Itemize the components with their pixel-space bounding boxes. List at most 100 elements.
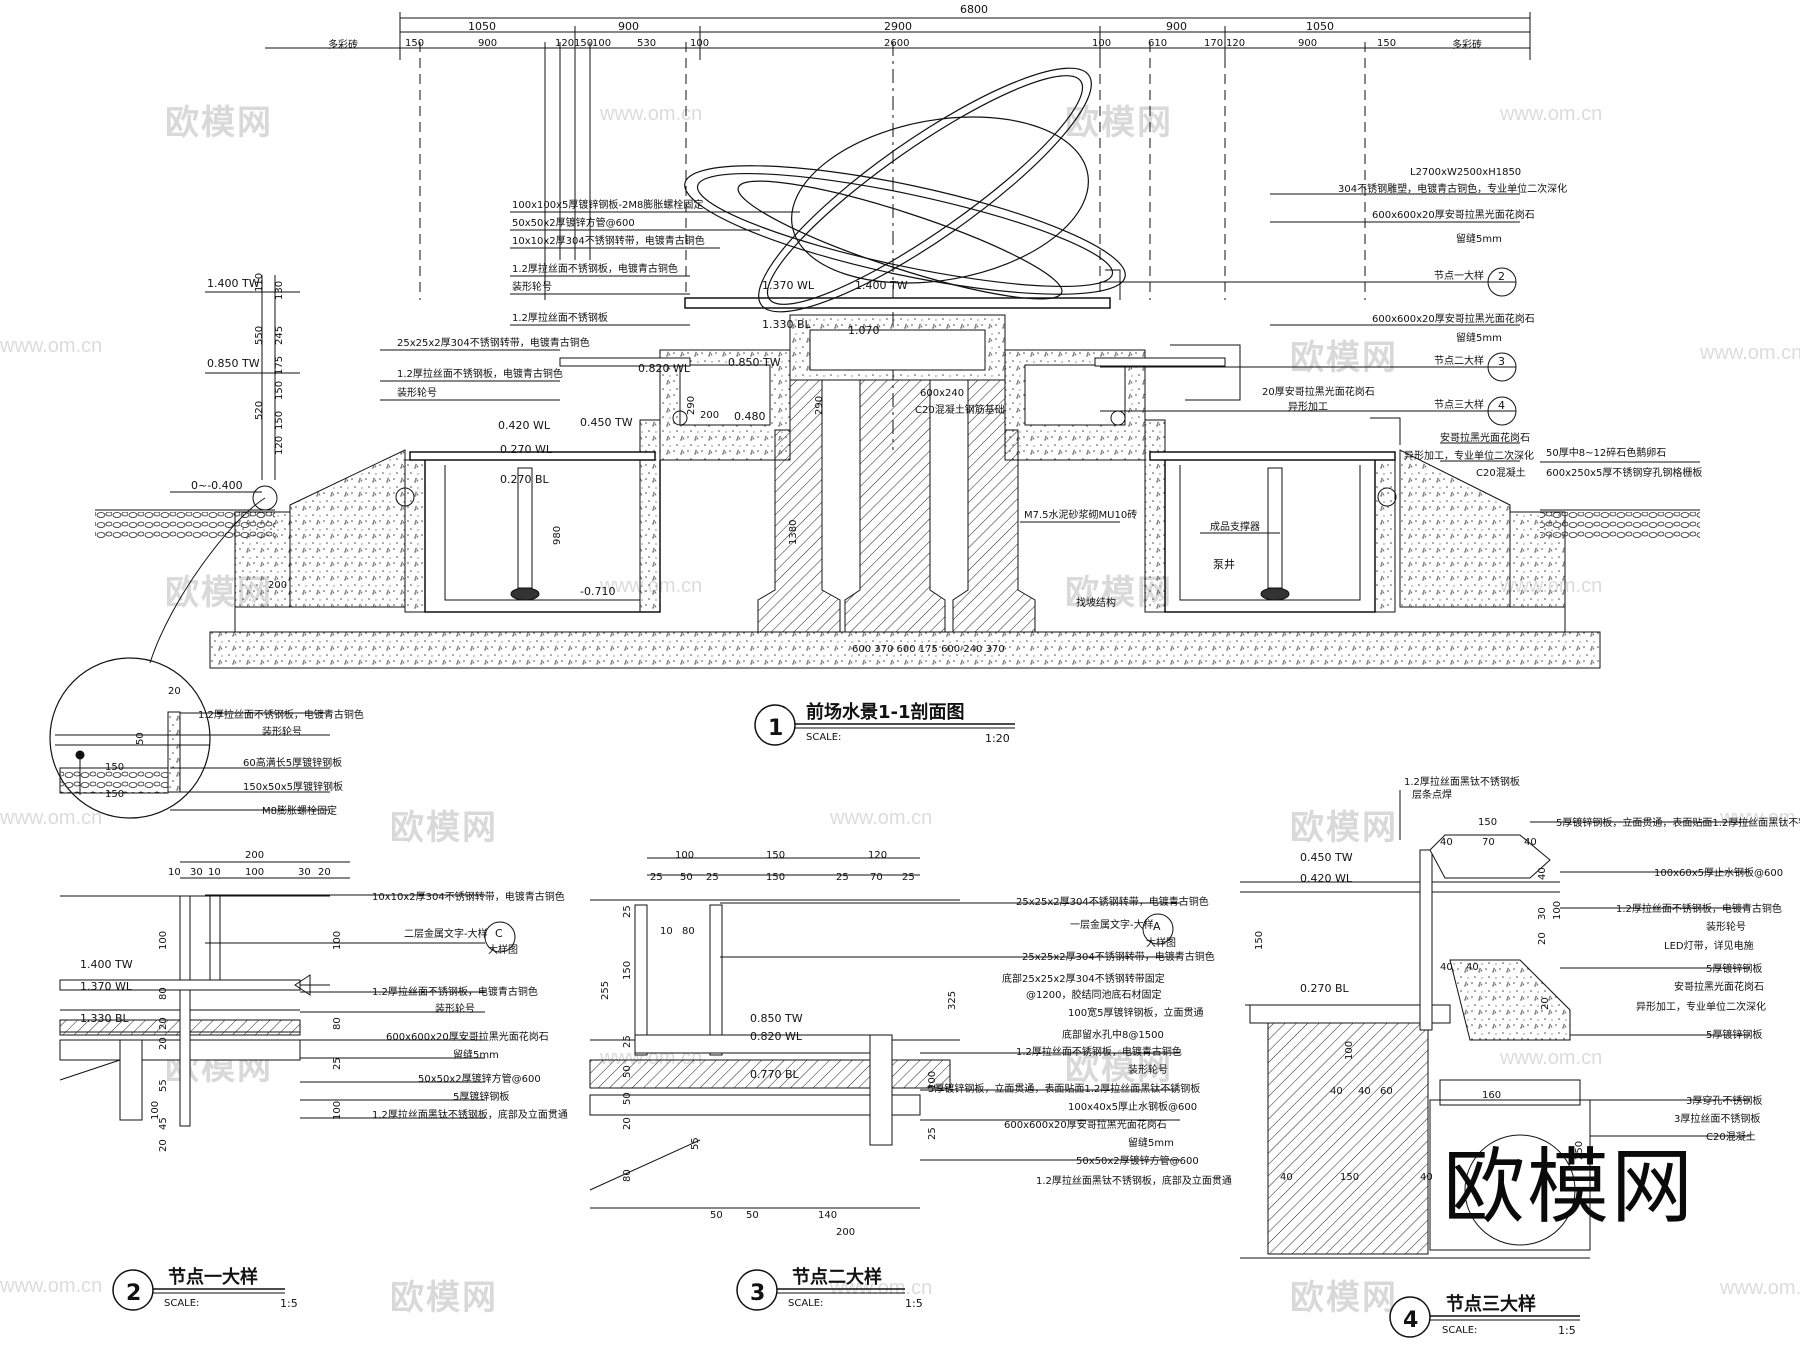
annotation: 5厚镀锌钢板，立面贯通，表面贴面1.2厚拉丝面黑钛不锈钢板	[1556, 816, 1800, 829]
hatched-wall	[1267, 1021, 1429, 1255]
scale-label: SCALE:	[1442, 1325, 1477, 1336]
annotation: 50厚中8~12碎石色鹅卵石	[1546, 446, 1666, 459]
dim-text: 100	[690, 38, 709, 49]
dim-text: 110	[254, 273, 265, 292]
dim-text: 150	[1254, 931, 1265, 950]
annotation: 50x50x2厚镀锌方管@600	[512, 216, 635, 229]
annotation: 50x50x2厚镀锌方管@600	[418, 1072, 541, 1085]
main-section: 6800 1050 900 2900 900 1050 150 900 120 …	[95, 3, 1702, 746]
dim-text: 25	[650, 872, 663, 883]
node-bracket	[1170, 344, 1241, 401]
title-number: 2	[126, 1281, 141, 1306]
title-number-circle	[1389, 1296, 1431, 1338]
dim-text: 80	[332, 1017, 343, 1030]
symbol-sub: 大样图	[488, 943, 518, 956]
dim-text: 150	[105, 762, 124, 773]
dim-text: 40	[1420, 1172, 1433, 1183]
dim-text: 600 370 600 175 600 240 370	[852, 644, 1005, 655]
annotation: 25x25x2厚304不锈钢转带，电镀青古铜色	[397, 336, 590, 349]
dim-text: 45	[158, 1117, 169, 1130]
level-text: 0.420 WL	[1300, 872, 1353, 885]
annotation: 装形轮号	[1706, 920, 1746, 933]
watermark-url: www.om.cn	[830, 807, 933, 829]
detail-3-leaders	[720, 902, 1180, 1161]
annotation: 1.2厚拉丝面不锈钢板，电镀青古铜色	[198, 708, 364, 721]
annotation: 留缝5mm	[1456, 331, 1502, 344]
right-labels: L2700xW2500xH1850 304不锈钢雕塑，电镀青古铜色，专业单位二次…	[1338, 167, 1702, 479]
callout-origin	[252, 485, 278, 511]
annotation: 60高满长5厚镀锌钢板	[243, 756, 342, 769]
watermark-logo: 欧模网	[390, 808, 498, 848]
dim-text: 1380	[788, 520, 799, 545]
callout-leader	[149, 497, 266, 664]
dim-text: 130	[274, 281, 285, 300]
annotation: 安哥拉黑光面花岗石	[1440, 431, 1530, 444]
annotation: 1.2厚拉丝面黑钛不锈钢板	[1404, 775, 1520, 788]
dim-text: 10	[168, 867, 181, 878]
main-level-texts: 1.400 TW 0.850 TW 0.420 WL 0~-0.400 1.37…	[191, 277, 908, 598]
scale-label: SCALE:	[164, 1298, 199, 1309]
dim-text: 150	[105, 789, 124, 800]
annotation: 150x50x5厚镀锌钢板	[243, 780, 343, 793]
dim-row2: 1050 900 2900 900 1050	[468, 20, 1334, 33]
detail-4-labels: 5厚镀锌钢板，立面贯通，表面贴面1.2厚拉丝面黑钛不锈钢板 100x60x5厚止…	[1556, 816, 1800, 1143]
dim-text: 150	[1478, 817, 1497, 828]
dim-text: 120	[274, 436, 285, 455]
upper-right-basin-water	[1024, 364, 1126, 426]
dim-text: 100	[675, 850, 694, 861]
detail-3-dims: 100 150 120 25 50 25 150 25 70 25 10 80 …	[600, 850, 958, 1238]
level-text: 1.400 TW	[855, 279, 908, 292]
annotation: 异形加工	[1288, 401, 1328, 413]
watermark-url: www.om.cn	[1700, 342, 1800, 364]
level-text: 0.820 WL	[638, 362, 691, 375]
dim-text: 40	[1280, 1172, 1293, 1183]
dim-text: 325	[947, 991, 958, 1010]
dim-text: 900	[478, 38, 497, 49]
dim-text: 150	[1377, 38, 1396, 49]
dim-text: 50	[622, 1092, 633, 1105]
right-slope-fill	[1399, 449, 1511, 608]
dim-text: 50	[622, 1065, 633, 1078]
annotation: 600x600x20厚安哥拉黑光面花岗石	[386, 1030, 549, 1043]
scale-value: 1:5	[1558, 1324, 1576, 1337]
dim-text: 25	[902, 872, 915, 883]
dim-text: 80	[622, 1169, 633, 1182]
letter-plate	[179, 895, 191, 1127]
callout-circle	[49, 657, 211, 819]
dim-text: 150	[274, 381, 285, 400]
left-leaders	[380, 211, 800, 401]
dim-text: 20	[318, 867, 331, 878]
annotation: 25x25x2厚304不锈钢转带，电镀青古铜色	[1022, 950, 1215, 963]
dim-text: 55	[158, 1079, 169, 1092]
scale-value: 1:20	[985, 732, 1010, 745]
upper-left-basin-water	[679, 364, 771, 426]
annotation: 5厚镀锌钢板，立面贯通，表面贴面1.2厚拉丝面黑钛不锈钢板	[928, 1082, 1200, 1095]
left-support-post	[517, 467, 533, 589]
left-pool-wall	[404, 459, 426, 613]
node-bracket	[1370, 417, 1401, 445]
annotation: C20混凝土	[1476, 466, 1526, 479]
annotation: M8膨胀螺栓固定	[262, 804, 337, 817]
detail-3: 100 150 120 25 50 25 150 25 70 25 10 80 …	[589, 850, 1232, 1311]
dim-text: 55	[690, 1137, 701, 1150]
annotation: 安哥拉黑光面花岗石	[1674, 980, 1764, 993]
low-right-cap	[1149, 451, 1396, 461]
sculpture-ring-2	[758, 67, 1092, 313]
dim-text: 40	[1466, 962, 1479, 973]
annotation: 二层金属文字-大样	[404, 927, 488, 940]
level-text: 1.400 TW	[80, 958, 133, 971]
annotation: 600x240	[920, 388, 964, 399]
dim-text: 20	[158, 1139, 169, 1152]
watermark-url: www.om.cn	[1720, 1277, 1800, 1299]
dim-text: 40	[1524, 837, 1537, 848]
dim-text: 200	[245, 850, 264, 861]
dim-text: 25	[706, 872, 719, 883]
sculpture-ring-4	[791, 116, 1089, 284]
scale-label: SCALE:	[806, 732, 841, 743]
detail-2-levels: 1.400 TW 1.370 WL 1.330 BL	[80, 958, 133, 1025]
title-number-circle	[736, 1269, 778, 1311]
dim-text: 100	[150, 1101, 161, 1120]
dim-text: 245	[274, 326, 285, 345]
dim-text: 20	[158, 1037, 169, 1050]
dim-text: 30	[190, 867, 203, 878]
